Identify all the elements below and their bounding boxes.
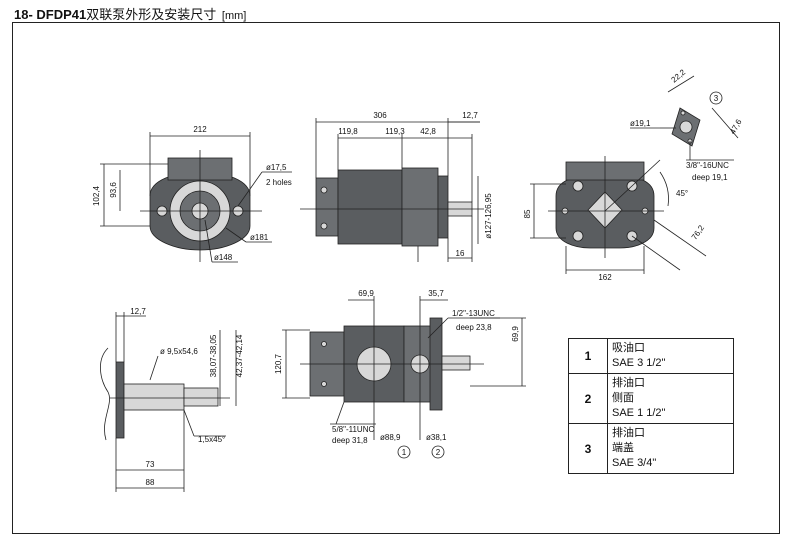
rear-callout: 3	[714, 94, 719, 103]
shaft-dia2: 42,37-42,14	[235, 334, 244, 377]
front-height-dim-b: 93,6	[109, 182, 118, 198]
front-hole-dia: ø17,5	[266, 163, 287, 172]
rear-diag: 76,2	[690, 223, 707, 241]
rear-thread: 3/8"-16UNC	[686, 161, 729, 170]
port-desc-line: 吸油口	[612, 342, 645, 354]
port-desc: 吸油口 SAE 3 1/2"	[607, 338, 734, 374]
side-seg1: 119,8	[338, 127, 358, 136]
shaft-len1: 73	[146, 460, 155, 469]
top-port1-dia: ø88,9	[380, 433, 401, 442]
side-seg2: 119,3	[385, 127, 405, 136]
port-desc-line: 排油口	[612, 427, 645, 439]
front-dia-large: ø181	[250, 233, 269, 242]
page-title: 18- DFDP41双联泵外形及安装尺寸 [mm]	[14, 4, 246, 23]
shaft-detail: 12,7 ø 9,5x54,6 38,07-38,05 42,37-42,14 …	[100, 307, 244, 492]
drawing-frame	[12, 22, 780, 534]
port-desc: 排油口 侧面 SAE 1 1/2"	[607, 373, 734, 424]
rear-port-d2: 47,6	[728, 117, 744, 135]
table-row: 2 排油口 侧面 SAE 1 1/2"	[568, 373, 734, 424]
top-dim-b: 35,7	[428, 289, 444, 298]
side-view: 306 119,8 119,3 42,8 12,7 ø127-126,95 16	[300, 111, 493, 262]
front-hole-note: 2 holes	[266, 178, 292, 187]
side-shaft-len: 16	[456, 249, 465, 258]
port-number: 3	[568, 423, 608, 474]
front-height-dim-a: 102,4	[92, 185, 101, 206]
side-total-length: 306	[373, 111, 387, 120]
model-code: 18- DFDP41	[14, 7, 87, 22]
callout-1-circle	[397, 445, 411, 459]
callout-2-circle	[431, 445, 445, 459]
top-thread-a-depth: deep 31,8	[332, 436, 368, 445]
top-port2-dia: ø38,1	[426, 433, 447, 442]
port-desc-line: SAE 1 1/2"	[612, 407, 666, 419]
shaft-key: ø 9,5x54,6	[160, 347, 198, 356]
side-flange-dia: ø127-126,95	[484, 193, 493, 239]
shaft-chamfer: 1,5x45°	[198, 435, 225, 444]
shaft-len2: 88	[146, 478, 155, 487]
shaft-dia1: 38,07-38,05	[209, 334, 218, 377]
side-seg3: 42,8	[420, 127, 436, 136]
port-desc-line: 侧面	[612, 392, 634, 404]
table-row: 1 吸油口 SAE 3 1/2"	[568, 338, 734, 374]
port-table: 1 吸油口 SAE 3 1/2" 2 排油口 侧面 SAE 1 1/2" 3 排…	[568, 338, 734, 474]
rear-angle: 45°	[676, 189, 688, 198]
callout-3-circle	[709, 91, 723, 105]
rear-port-dia: ø19,1	[630, 119, 651, 128]
top-height-right: 69,9	[511, 326, 520, 342]
port-desc-line: SAE 3/4"	[612, 457, 657, 469]
top-thread-a: 5/8"-11UNC	[332, 425, 374, 434]
unit-label: [mm]	[221, 10, 247, 22]
port-desc-line: 端盖	[612, 442, 634, 454]
shaft-flange-thk: 12,7	[130, 307, 146, 316]
rear-width: 162	[598, 273, 612, 282]
rear-view: 85 162 45° 76,2 ø19,1 22,2 47,6 3/8"-16U…	[523, 67, 744, 282]
top-callout2: 2	[436, 448, 441, 457]
top-height-left: 120,7	[274, 353, 283, 374]
port-desc-line: 排油口	[612, 377, 645, 389]
front-width-dim: 212	[193, 125, 207, 134]
rear-thread-depth: deep 19,1	[692, 173, 728, 182]
top-view: 69,9 35,7 1/2"-13UNC deep 23,8 69,9 120,…	[274, 289, 526, 459]
rear-height: 85	[523, 209, 532, 218]
title-text: 双联泵外形及安装尺寸	[86, 7, 217, 22]
table-row: 3 排油口 端盖 SAE 3/4"	[568, 423, 734, 474]
front-view: 212 102,4 93,6 ø17,5 2 holes ø181 ø148	[92, 125, 292, 263]
top-callout1: 1	[402, 448, 407, 457]
top-thread-b-depth: deep 23,8	[456, 323, 492, 332]
top-thread-b: 1/2"-13UNC	[452, 309, 495, 318]
port-number: 1	[568, 338, 608, 374]
front-dia-small: ø148	[214, 253, 233, 262]
top-dim-a: 69,9	[358, 289, 374, 298]
port-number: 2	[568, 373, 608, 424]
side-shaft-ext: 12,7	[462, 111, 478, 120]
port-desc-line: SAE 3 1/2"	[612, 357, 666, 369]
port-desc: 排油口 端盖 SAE 3/4"	[607, 423, 734, 474]
